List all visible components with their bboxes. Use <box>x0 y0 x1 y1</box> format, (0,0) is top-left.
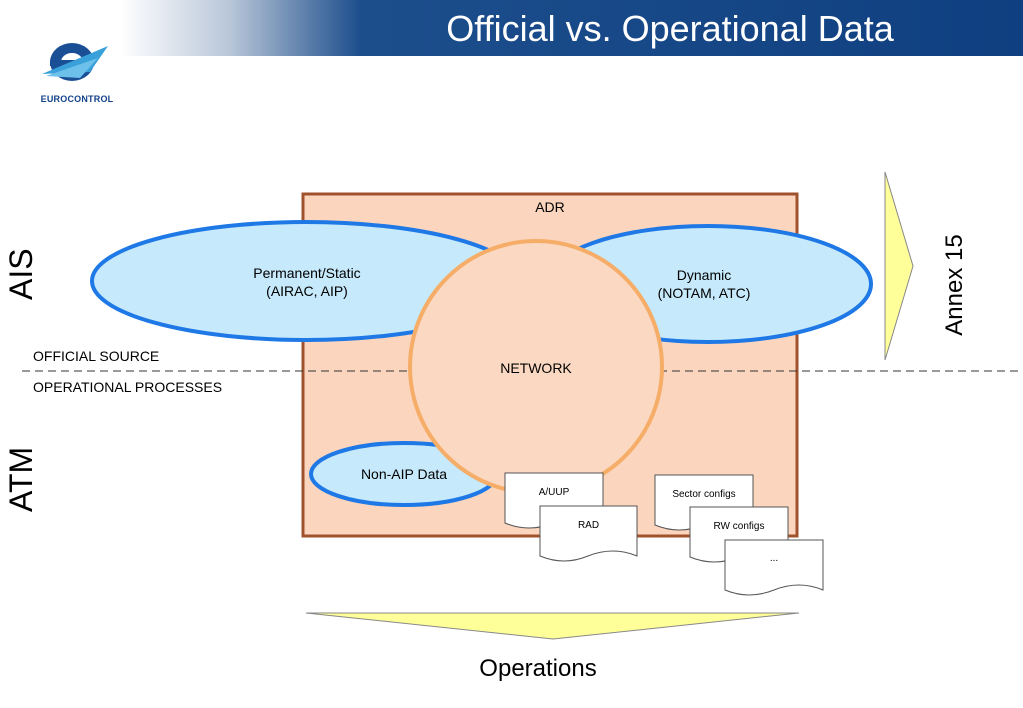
document-rad-label: RAD <box>577 520 600 531</box>
document-more-label: ... <box>769 553 779 564</box>
annex-arrow <box>884 171 914 361</box>
document-rw-label: RW configs <box>713 521 765 532</box>
annex-label: Annex 15 <box>941 234 968 336</box>
dynamic-line2: (NOTAM, ATC) <box>657 285 751 301</box>
slide-title: Official vs. Operational Data <box>446 8 894 49</box>
permanent-static-label: Permanent/Static (AIRAC, AIP) <box>207 264 407 300</box>
permanent-static-line1: Permanent/Static <box>253 265 361 281</box>
dynamic-line1: Dynamic <box>676 267 732 283</box>
official-source-label: OFFICIAL SOURCE <box>33 348 160 364</box>
operations-arrow <box>305 612 800 640</box>
logo-text: EUROCONTROL <box>40 94 114 104</box>
adr-label: ADR <box>535 199 565 215</box>
eurocontrol-logo <box>42 43 108 81</box>
document-auup-label: A/UUP <box>538 487 570 498</box>
permanent-static-line2: (AIRAC, AIP) <box>266 283 348 299</box>
document-sector-label: Sector configs <box>672 489 736 500</box>
dynamic-label: Dynamic (NOTAM, ATC) <box>604 266 804 302</box>
atm-label: ATM <box>3 446 39 512</box>
operational-processes-label: OPERATIONAL PROCESSES <box>33 379 223 395</box>
document-shape-rad <box>539 505 638 562</box>
network-label: NETWORK <box>500 360 572 376</box>
operations-label: Operations <box>479 655 597 682</box>
header-band <box>0 0 1023 56</box>
document-shape-more <box>724 539 824 596</box>
ais-label: AIS <box>3 248 39 300</box>
non-aip-label: Non-AIP Data <box>360 466 448 482</box>
